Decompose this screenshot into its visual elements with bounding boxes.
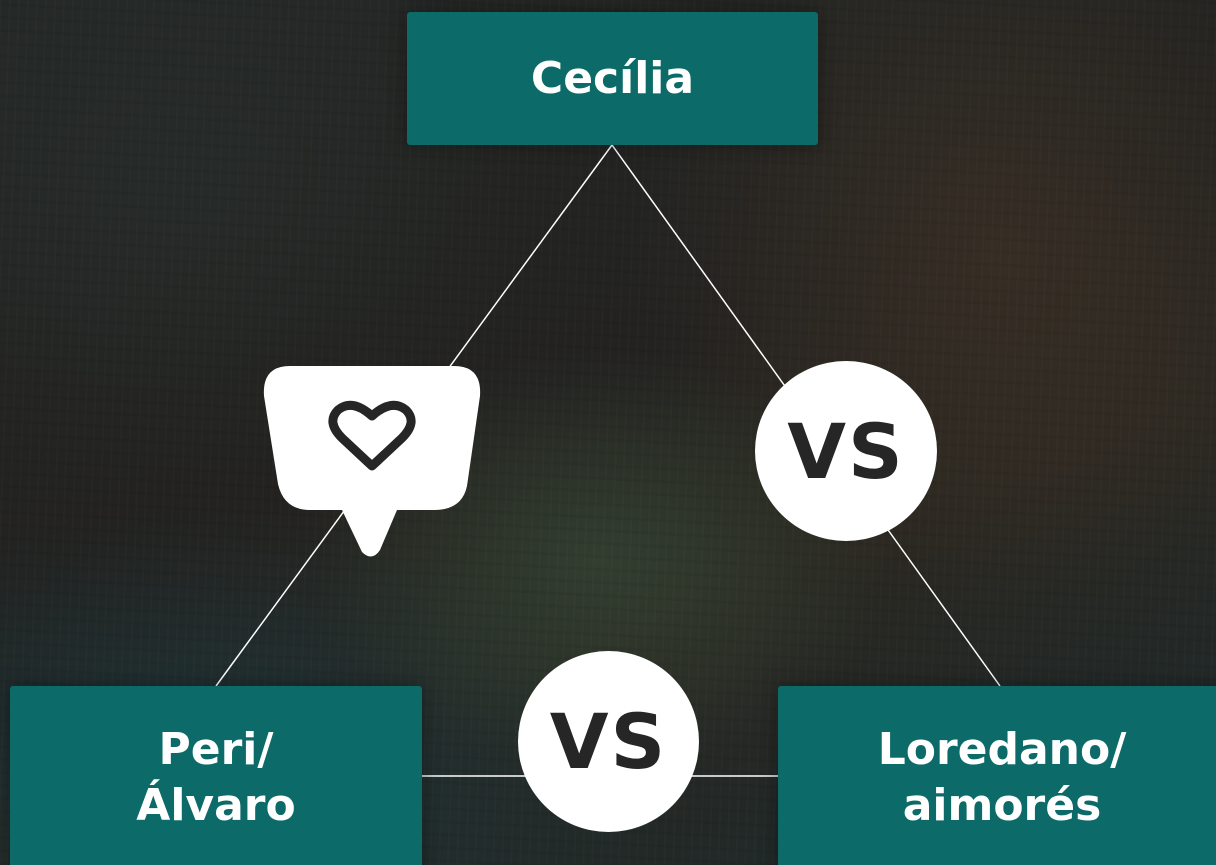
vs-badge-label: VS [787,406,905,496]
node-peri-alvaro: Peri/ Álvaro [10,686,422,865]
vs-badge-cecilia-loredano: VS [755,361,937,541]
node-loredano-aimores-text: Loredano/ aimorés [878,722,1127,834]
node-loredano-aimores: Loredano/ aimorés [778,686,1216,865]
vs-badge-label: VS [549,697,668,786]
vs-badge-peri-loredano: VS [518,651,699,832]
node-peri-alvaro-line2: Álvaro [136,780,296,831]
heart-speech-bubble-icon [263,366,481,557]
node-peri-alvaro-text: Peri/ Álvaro [136,722,295,834]
node-cecilia: Cecília [407,12,818,145]
node-loredano-aimores-line1: Loredano/ [877,724,1127,775]
node-peri-alvaro-line1: Peri/ [158,724,274,775]
node-loredano-aimores-line2: aimorés [902,780,1102,831]
node-cecilia-label: Cecília [530,53,695,104]
